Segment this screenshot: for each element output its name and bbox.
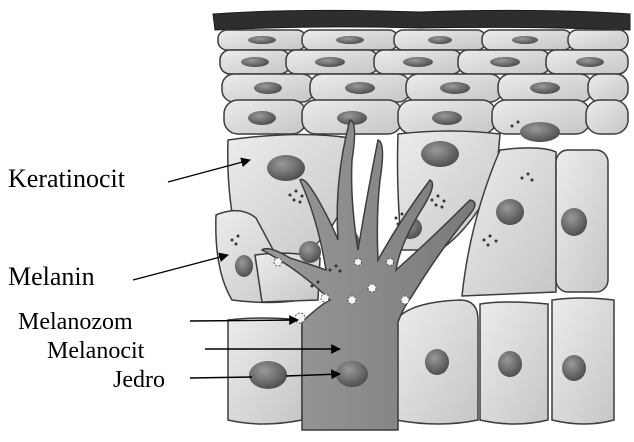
basal-keratinocytes <box>228 298 614 424</box>
stratum-corneum <box>213 10 630 30</box>
label-jedro: Jedro <box>113 368 165 392</box>
label-melanocit: Melanocit <box>47 339 144 363</box>
label-melanozom: Melanozom <box>18 310 133 334</box>
label-melanin: Melanin <box>8 264 95 290</box>
melanocyte-nucleus <box>336 361 368 387</box>
label-keratinocit: Keratinocit <box>8 166 125 192</box>
flattened-cell-layers <box>218 30 628 134</box>
